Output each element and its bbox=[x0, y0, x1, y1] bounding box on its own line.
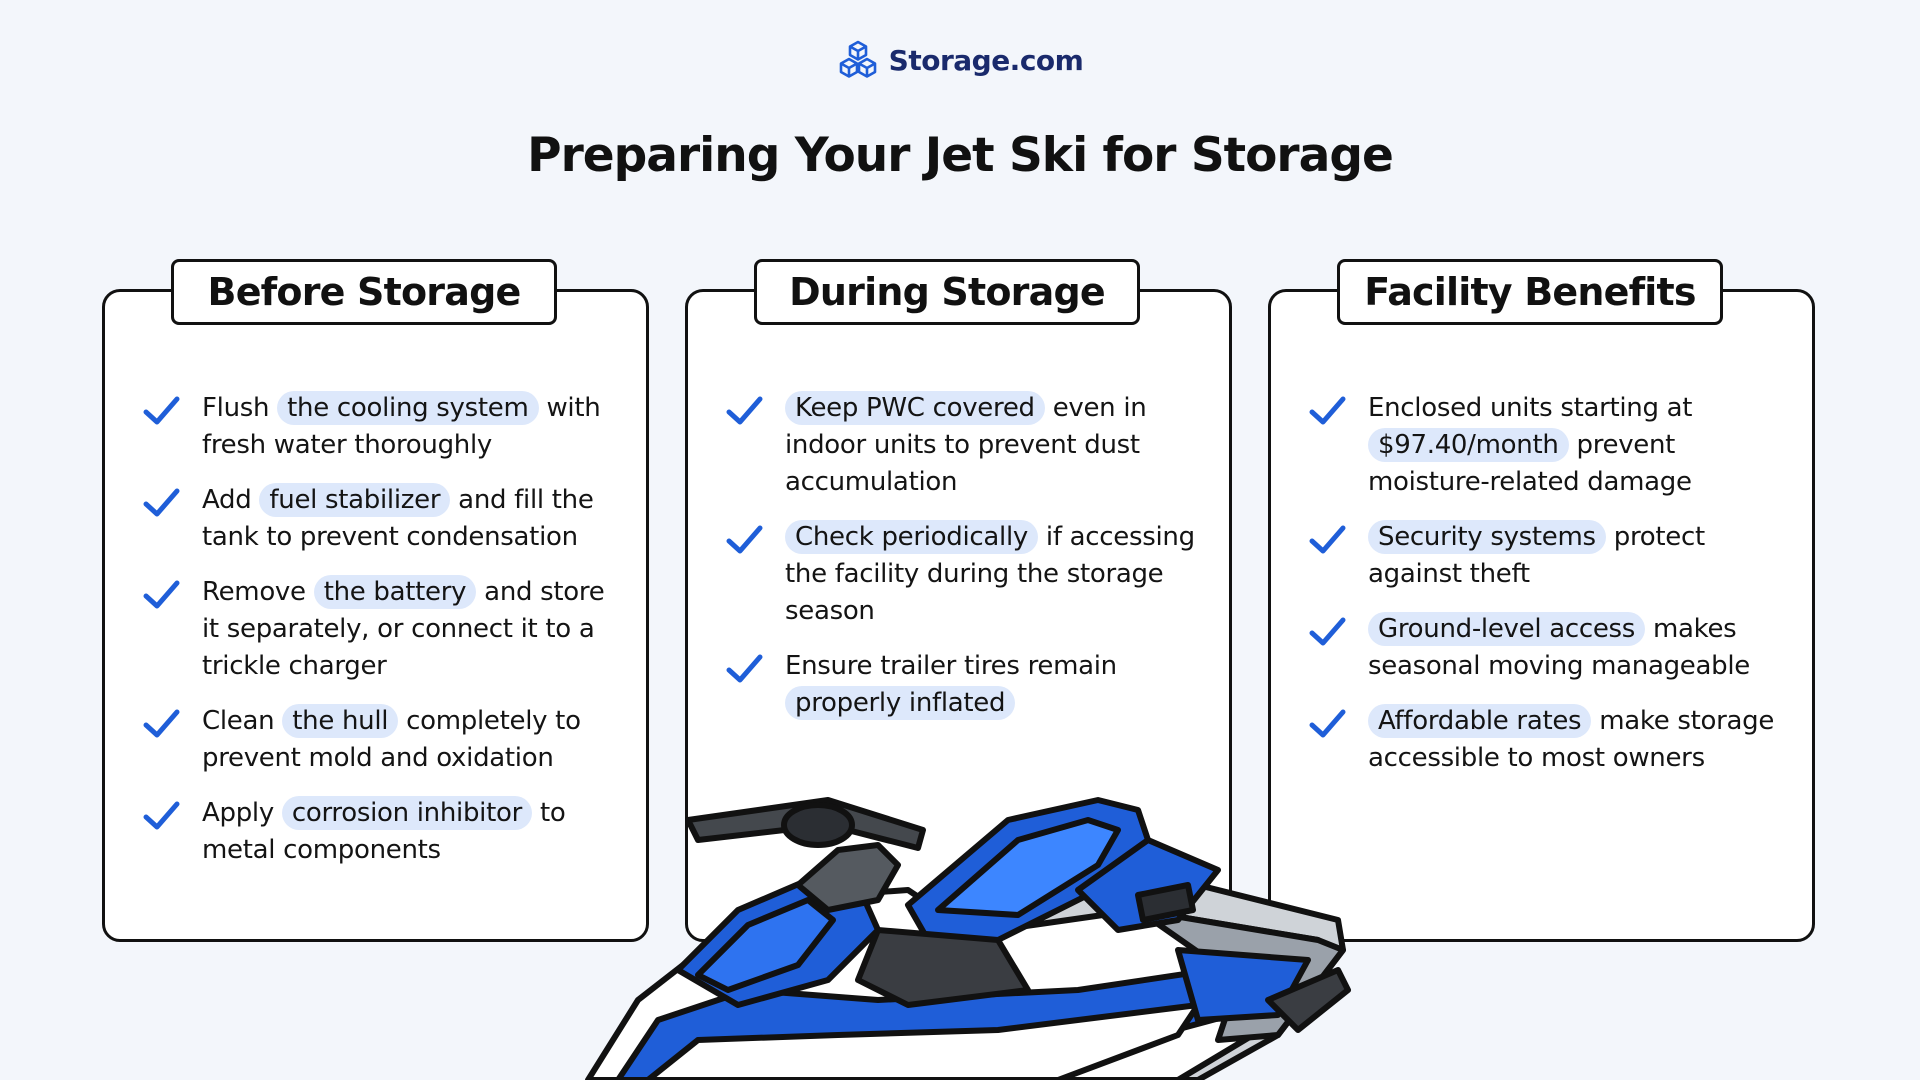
item-text: Affordable rates make storage accessible… bbox=[1368, 704, 1775, 773]
checkmark-icon bbox=[726, 654, 763, 683]
brand-name: Storage.com bbox=[888, 43, 1084, 77]
highlight: the battery bbox=[313, 575, 477, 609]
item-text: Ground-level access makes seasonal movin… bbox=[1368, 612, 1750, 681]
item-text: Remove the battery and store it separate… bbox=[202, 575, 605, 681]
checkmark-icon bbox=[1309, 617, 1346, 646]
checklist: Flush the cooling system with fresh wate… bbox=[140, 390, 628, 887]
item-text: Ensure trailer tires remain properly inf… bbox=[785, 651, 1117, 720]
list-item: Security systems protect against theft bbox=[1306, 519, 1794, 593]
list-item: Flush the cooling system with fresh wate… bbox=[140, 390, 628, 464]
list-item: Enclosed units starting at $97.40/month … bbox=[1306, 390, 1794, 501]
checkmark-icon bbox=[1309, 709, 1346, 738]
highlight: corrosion inhibitor bbox=[281, 796, 532, 830]
list-item: Affordable rates make storage accessible… bbox=[1306, 703, 1794, 777]
checklist: Enclosed units starting at $97.40/month … bbox=[1306, 390, 1794, 795]
checkmark-icon bbox=[726, 396, 763, 425]
checkmark-icon bbox=[143, 396, 180, 425]
item-text: Keep PWC covered even in indoor units to… bbox=[785, 391, 1147, 497]
highlight: properly inflated bbox=[785, 686, 1016, 720]
checkmark-icon bbox=[143, 580, 180, 609]
item-text: Clean the hull completely to prevent mol… bbox=[202, 704, 581, 773]
checkmark-icon bbox=[143, 801, 180, 830]
highlight: Affordable rates bbox=[1368, 704, 1592, 738]
checkmark-icon bbox=[726, 525, 763, 554]
highlight: Security systems bbox=[1368, 520, 1606, 554]
list-item: Remove the battery and store it separate… bbox=[140, 574, 628, 685]
card-before-storage: Before Storage Flush the cooling system … bbox=[102, 259, 649, 942]
item-text: Security systems protect against theft bbox=[1368, 520, 1705, 589]
item-text: Flush the cooling system with fresh wate… bbox=[202, 391, 601, 460]
list-item: Ground-level access makes seasonal movin… bbox=[1306, 611, 1794, 685]
list-item: Add fuel stabilizer and fill the tank to… bbox=[140, 482, 628, 556]
cube-cluster-logo-icon bbox=[839, 40, 876, 78]
highlight: the hull bbox=[282, 704, 399, 738]
list-item: Apply corrosion inhibitor to metal compo… bbox=[140, 795, 628, 869]
checkmark-icon bbox=[143, 488, 180, 517]
list-item: Ensure trailer tires remain properly inf… bbox=[723, 648, 1211, 722]
card-facility-benefits: Facility Benefits Enclosed units startin… bbox=[1268, 259, 1815, 942]
list-item: Check periodically if accessing the faci… bbox=[723, 519, 1211, 630]
item-text: Check periodically if accessing the faci… bbox=[785, 520, 1195, 626]
highlight: Check periodically bbox=[785, 520, 1038, 554]
list-item: Keep PWC covered even in indoor units to… bbox=[723, 390, 1211, 501]
item-text: Enclosed units starting at $97.40/month … bbox=[1368, 393, 1693, 497]
card-header: Before Storage bbox=[171, 259, 557, 325]
highlight: the cooling system bbox=[277, 391, 539, 425]
card-header: During Storage bbox=[754, 259, 1140, 325]
item-text: Apply corrosion inhibitor to metal compo… bbox=[202, 796, 566, 865]
page-title: Preparing Your Jet Ski for Storage bbox=[527, 128, 1394, 183]
highlight: Ground-level access bbox=[1368, 612, 1646, 646]
item-text: Add fuel stabilizer and fill the tank to… bbox=[202, 483, 594, 552]
highlight: Keep PWC covered bbox=[785, 391, 1045, 425]
checkmark-icon bbox=[143, 709, 180, 738]
jet-ski-illustration bbox=[585, 797, 1351, 1080]
checkmark-icon bbox=[1309, 396, 1346, 425]
card-header: Facility Benefits bbox=[1337, 259, 1723, 325]
list-item: Clean the hull completely to prevent mol… bbox=[140, 703, 628, 777]
highlight: fuel stabilizer bbox=[259, 483, 451, 517]
brand-logo: Storage.com bbox=[0, 38, 1920, 82]
checklist: Keep PWC covered even in indoor units to… bbox=[723, 390, 1211, 740]
highlight: $97.40/month bbox=[1368, 428, 1569, 462]
checkmark-icon bbox=[1309, 525, 1346, 554]
